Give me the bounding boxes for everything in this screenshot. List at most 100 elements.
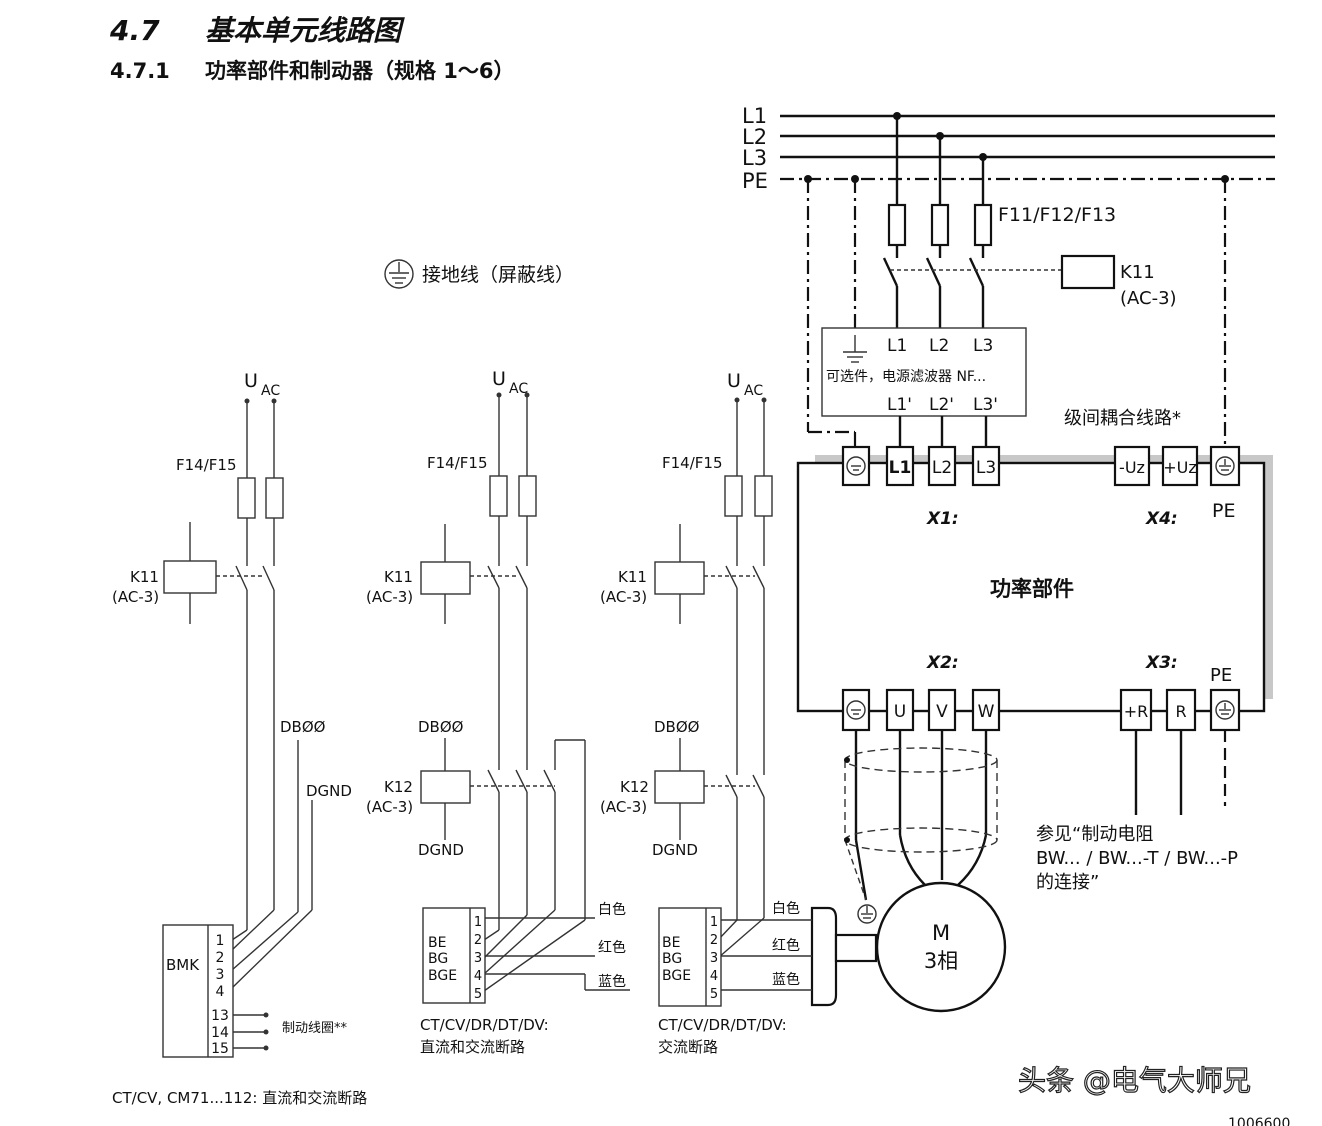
- x2-label: X2:: [926, 653, 959, 673]
- c2-pin-4: 4: [474, 969, 482, 984]
- x2-terminal-v-label: V: [936, 702, 948, 722]
- c3-bg: BG: [662, 951, 682, 967]
- power-unit: [796, 461, 1266, 713]
- x3-terminal-r: [1165, 688, 1197, 732]
- c2-pin-2: 2: [474, 933, 482, 948]
- dc-link-note: 级间耦合线路*: [1064, 408, 1181, 429]
- c1-db00: DBØØ: [280, 718, 326, 736]
- circuit-2: [420, 392, 630, 1004]
- x1-terminal-l2-label: L2: [932, 458, 952, 478]
- x4-terminal-plus-uz: [1161, 445, 1199, 487]
- c2-fuse-label: F14/F15: [427, 454, 487, 472]
- c2-uac-sub: AC: [509, 381, 528, 397]
- shield-ground-label: 接地线（屏蔽线）: [422, 264, 574, 286]
- c3-pin-1: 1: [710, 915, 718, 930]
- shield-ground-icon: [384, 259, 414, 289]
- c1-uac: U: [244, 370, 258, 392]
- c3-k12-type: (AC-3): [600, 798, 647, 816]
- subsection-title: 功率部件和制动器（规格 1～6）: [205, 59, 515, 83]
- main-contactor-name: K11: [1120, 262, 1155, 283]
- filter-in-l2: L2: [929, 336, 949, 356]
- c3-caption-1: CT/CV/DR/DT/DV:: [658, 1016, 787, 1034]
- filter-out-l2: L2': [929, 395, 954, 415]
- c2-pin-5: 5: [474, 987, 482, 1002]
- supply-taps: [804, 112, 1229, 447]
- c2-k11: K11: [384, 568, 413, 586]
- circuit-3: [654, 397, 812, 1007]
- c3-uac-sub: AC: [744, 383, 763, 399]
- c1-term-2: 2: [216, 950, 225, 966]
- c3-pin-2: 2: [710, 933, 718, 948]
- c1-brake-coil: 制动线圈**: [282, 1021, 348, 1036]
- c3-wire-blue: 蓝色: [772, 971, 800, 988]
- c3-k11: K11: [618, 568, 647, 586]
- c2-wire-red: 红色: [598, 939, 626, 956]
- brake-resistor-note-2: BW... / BW...-T / BW...-P: [1036, 848, 1238, 869]
- brake-resistor-note-1: 参见“制动电阻: [1036, 824, 1153, 845]
- c3-wire-white: 白色: [772, 900, 800, 917]
- motor-ground-icon: [857, 904, 877, 924]
- c1-fuse-label: F14/F15: [176, 456, 236, 474]
- brake-resistor-note-3: 的连接”: [1036, 872, 1099, 893]
- c2-caption-2: 直流和交流断路: [420, 1038, 525, 1056]
- x4-terminal-minus-uz-label: -Uz: [1119, 458, 1145, 477]
- c3-k11-type: (AC-3): [600, 588, 647, 606]
- c1-k11: K11: [130, 568, 159, 586]
- c2-bge: BGE: [428, 968, 457, 984]
- x2-terminal-u-label: U: [894, 702, 906, 722]
- filter-label: 可选件，电源滤波器 NF...: [826, 369, 986, 385]
- x4-label: X4:: [1145, 509, 1178, 529]
- filter-output-wires: [898, 416, 988, 447]
- corner-code: 1006600: [1228, 1116, 1290, 1126]
- supply-l1-label: L1: [742, 104, 767, 128]
- c2-caption-1: CT/CV/DR/DT/DV:: [420, 1016, 549, 1034]
- c3-dgnd: DGND: [652, 841, 698, 859]
- main-contactor-contacts: [882, 254, 1116, 330]
- x3-terminal-plus-r-label: +R: [1124, 702, 1149, 721]
- c3-uac: U: [727, 370, 741, 392]
- c2-pin-1: 1: [474, 915, 482, 930]
- c1-k11-type: (AC-3): [112, 588, 159, 606]
- x2-ground-terminal: [841, 688, 871, 732]
- x1-terminal-l1: [885, 445, 915, 487]
- c1-dgnd: DGND: [306, 782, 352, 800]
- c3-caption-2: 交流断路: [658, 1038, 718, 1056]
- filter-in-l3: L3: [973, 336, 993, 356]
- pe-bottom-label: PE: [1210, 665, 1232, 686]
- x1-terminal-l3: [971, 445, 1001, 487]
- c1-term-13: 13: [211, 1008, 229, 1024]
- c3-wire-red: 红色: [772, 937, 800, 954]
- c1-term-15: 15: [211, 1041, 229, 1057]
- c3-pin-4: 4: [710, 969, 718, 984]
- c3-fuse-label: F14/F15: [662, 454, 722, 472]
- c2-k12-type: (AC-3): [366, 798, 413, 816]
- c2-k11-type: (AC-3): [366, 588, 413, 606]
- c2-uac: U: [492, 368, 506, 390]
- circuit-1: [162, 398, 313, 1058]
- motor-label: M: [932, 921, 950, 945]
- c2-wire-white: 白色: [598, 901, 626, 918]
- x4-pe-terminal: [1209, 445, 1241, 487]
- c2-dgnd: DGND: [418, 841, 464, 859]
- supply-l3-label: L3: [742, 146, 767, 170]
- c3-pin-5: 5: [710, 987, 718, 1002]
- c3-k12: K12: [620, 778, 649, 796]
- supply-lines: [780, 114, 1275, 181]
- supply-pe-label: PE: [742, 169, 768, 193]
- motor: [875, 881, 1007, 1013]
- x1-terminal-l2: [927, 445, 957, 487]
- c2-wire-blue: 蓝色: [598, 973, 626, 990]
- c3-bge: BGE: [662, 968, 691, 984]
- x4-terminal-plus-uz-label: +Uz: [1163, 458, 1197, 477]
- x2-terminal-w-label: W: [978, 702, 995, 722]
- c2-be: BE: [428, 935, 446, 951]
- c2-k12: K12: [384, 778, 413, 796]
- watermark: 头条 @电气大师兄: [1018, 1064, 1251, 1097]
- x4-terminal-minus-uz: [1113, 445, 1151, 487]
- c1-bmk: BMK: [166, 956, 200, 974]
- motor-cable: [844, 730, 998, 901]
- x3-terminal-r-label: R: [1175, 702, 1186, 721]
- motor-phase: 3相: [924, 949, 958, 973]
- c1-term-4: 4: [216, 984, 225, 1000]
